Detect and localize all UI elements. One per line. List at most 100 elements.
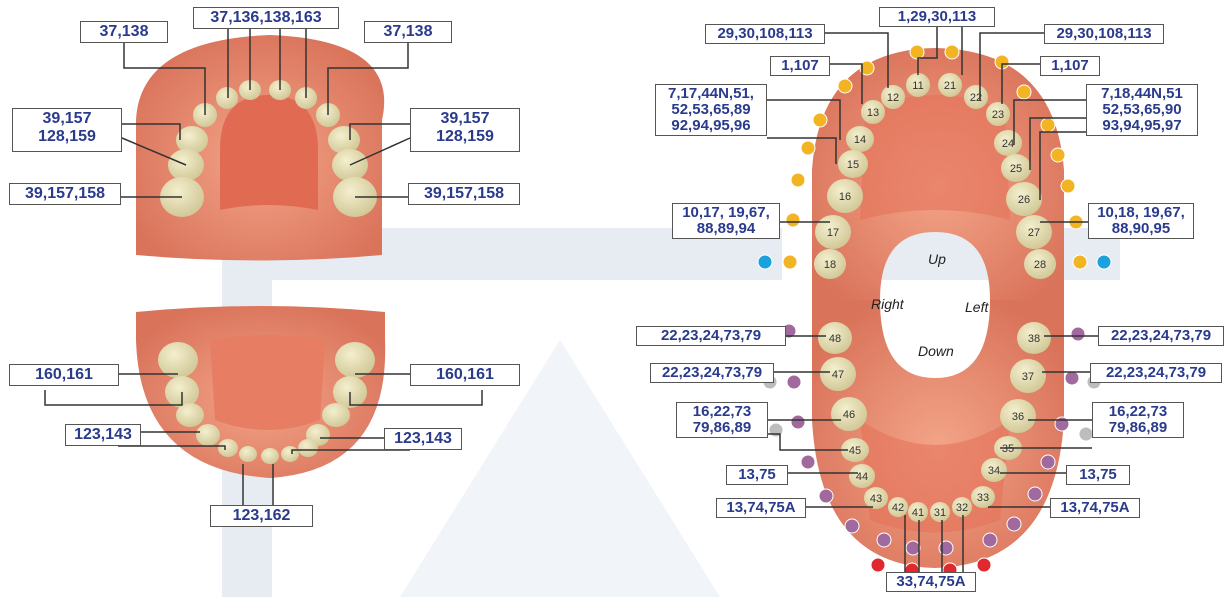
- label-ll-160-right: 160,161: [410, 364, 520, 386]
- label-ru-1107-right: 1,107: [1040, 56, 1100, 76]
- upper-jaw-model: [136, 35, 384, 261]
- lower-tooth-36: 36: [1000, 399, 1036, 433]
- label-line: 7,18,44N,51: [1091, 86, 1193, 102]
- upper-tooth-22: 22: [964, 85, 988, 109]
- tooth-number: 13: [867, 107, 879, 119]
- label-ru-top-right: 29,30,108,113: [1044, 24, 1164, 44]
- yellow-marker-dot: [783, 255, 797, 269]
- full-arch-chart: [812, 48, 1064, 568]
- upper-tooth-27: 27: [1016, 215, 1052, 249]
- upper-tooth-15: 15: [838, 150, 868, 178]
- purple-marker-dot: [801, 455, 815, 469]
- label-rl-13-right: 13,75: [1066, 465, 1130, 485]
- label-rl-48: 22,23,24,73,79: [636, 326, 786, 346]
- yellow-marker-dot: [786, 213, 800, 227]
- tooth-number: 31: [934, 507, 946, 519]
- label-ul-front-center: 37,136,138,163: [193, 7, 339, 29]
- gray-marker-dot: [769, 423, 783, 437]
- label-rl-47: 22,23,24,73,79: [650, 363, 774, 383]
- purple-marker-dot: [819, 489, 833, 503]
- label-ru-1107-left: 1,107: [770, 56, 830, 76]
- tooth-number: 38: [1028, 333, 1040, 345]
- tooth-number: 11: [912, 80, 923, 92]
- tooth-number: 41: [912, 507, 924, 519]
- lower-tooth-43: 43: [864, 487, 888, 509]
- yellow-marker-dot: [813, 113, 827, 127]
- yellow-marker-dot: [1051, 148, 1065, 162]
- lower-tooth-47: 47: [820, 357, 856, 391]
- label-line: 52,53,65,90: [1091, 102, 1193, 118]
- yellow-marker-dot: [1073, 255, 1087, 269]
- gray-marker-dot: [1079, 427, 1093, 441]
- label-ll-bottom: 123,162: [210, 505, 313, 527]
- lower-tooth-38: 38: [1017, 322, 1051, 354]
- label-line: 79,86,89: [681, 420, 763, 436]
- lower-tooth-34: 34: [981, 458, 1007, 482]
- purple-marker-dot: [787, 375, 801, 389]
- label-line: 128,159: [415, 128, 515, 146]
- yellow-marker-dot: [838, 79, 852, 93]
- label-line: 7,17,44N,51,: [660, 86, 762, 102]
- purple-marker-dot: [877, 533, 891, 547]
- yellow-marker-dot: [1041, 118, 1055, 132]
- label-line: 39,157: [17, 110, 117, 128]
- tooth-number: 34: [988, 465, 1000, 477]
- upper-tooth-11: 11: [906, 73, 930, 97]
- yellow-marker-dot: [945, 45, 959, 59]
- tooth-number: 17: [827, 227, 839, 239]
- tooth-number: 48: [829, 333, 841, 345]
- yellow-marker-dot: [910, 45, 924, 59]
- label-ru-big-right: 7,18,44N,51 52,53,65,90 93,94,95,97: [1086, 84, 1198, 136]
- tooth-number: 43: [870, 493, 882, 505]
- label-line: 92,94,95,96: [660, 118, 762, 134]
- label-line: 88,90,95: [1093, 221, 1189, 237]
- label-ul-molar-right: 39,157,158: [408, 183, 520, 205]
- tooth-number: 47: [832, 369, 844, 381]
- tooth-number: 15: [847, 159, 859, 171]
- upper-tooth-26: 26: [1006, 182, 1042, 216]
- label-line: 93,94,95,97: [1091, 118, 1193, 134]
- upper-tooth-28: 28: [1024, 249, 1056, 279]
- purple-marker-dot: [1071, 327, 1085, 341]
- lower-tooth-37: 37: [1010, 359, 1046, 393]
- label-line: 10,18, 19,67,: [1093, 205, 1189, 221]
- label-rl-16-left: 16,22,73 79,86,89: [676, 402, 768, 438]
- tooth-number: 18: [824, 259, 836, 271]
- tooth-number: 25: [1010, 163, 1022, 175]
- tooth-number: 33: [977, 492, 989, 504]
- purple-marker-dot: [791, 415, 805, 429]
- orientation-right: Right: [871, 296, 904, 312]
- tooth-number: 26: [1018, 194, 1030, 206]
- upper-tooth-18: 18: [814, 249, 846, 279]
- purple-marker-dot: [1041, 455, 1055, 469]
- tooth-number: 46: [843, 409, 855, 421]
- label-ru-top-left: 29,30,108,113: [705, 24, 825, 44]
- label-line: 39,157: [415, 110, 515, 128]
- lower-tooth-44: 44: [849, 464, 875, 488]
- upper-tooth-16: 16: [827, 179, 863, 213]
- label-ru-10-left: 10,17, 19,67, 88,89,94: [672, 203, 780, 239]
- label-line: 88,89,94: [677, 221, 775, 237]
- label-ll-160-left: 160,161: [9, 364, 119, 386]
- orientation-left: Left: [965, 299, 988, 315]
- label-rl-bottom: 33,74,75A: [886, 572, 976, 592]
- yellow-marker-dot: [791, 173, 805, 187]
- label-ru-big-left: 7,17,44N,51, 52,53,65,89 92,94,95,96: [655, 84, 767, 136]
- tooth-number: 14: [854, 134, 866, 146]
- label-rl-37: 22,23,24,73,79: [1090, 363, 1222, 383]
- tooth-number: 23: [992, 109, 1004, 121]
- label-rl-1374-right: 13,74,75A: [1050, 498, 1140, 518]
- lower-tooth-48: 48: [818, 322, 852, 354]
- label-ru-top-center: 1,29,30,113: [879, 7, 995, 27]
- upper-tooth-12: 12: [881, 85, 905, 109]
- label-ul-mid-left: 39,157 128,159: [12, 108, 122, 152]
- label-line: 52,53,65,89: [660, 102, 762, 118]
- purple-marker-dot: [906, 541, 920, 555]
- upper-tooth-17: 17: [815, 215, 851, 249]
- tooth-number: 27: [1028, 227, 1040, 239]
- upper-tooth-21: 21: [938, 73, 962, 97]
- label-ll-123-right: 123,143: [384, 428, 462, 450]
- blue-marker-dot: [758, 255, 772, 269]
- orientation-up: Up: [928, 251, 946, 267]
